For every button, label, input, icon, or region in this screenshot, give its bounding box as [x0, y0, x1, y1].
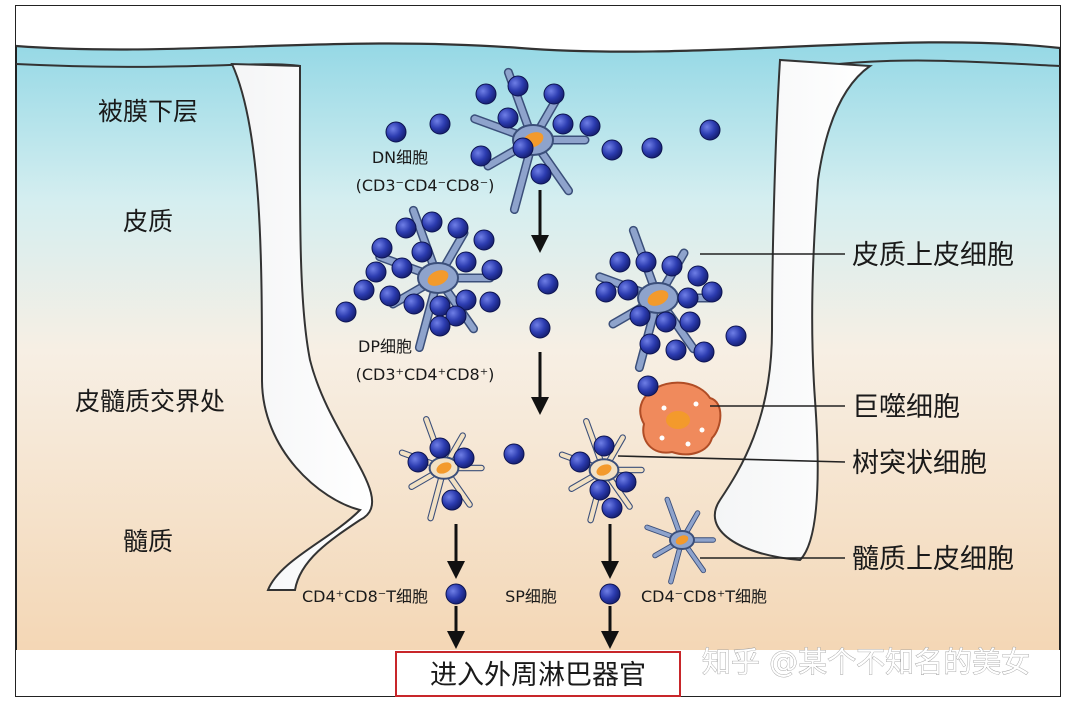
thymocyte — [391, 257, 413, 279]
thymocyte — [665, 339, 687, 361]
watermark: 知乎 @某个不知名的美女 — [702, 645, 1030, 679]
thymocyte — [429, 113, 451, 135]
thymocyte — [629, 305, 651, 327]
callout-leaders — [617, 253, 846, 559]
exit-label: 进入外周淋巴器官 — [430, 660, 646, 691]
callout-medullary-epithelial: 髓质上皮细胞 — [852, 544, 1014, 575]
dp-cell-label: DP细胞 — [358, 337, 412, 356]
thymocyte — [677, 287, 699, 309]
thymocyte — [543, 83, 565, 105]
thymocyte — [403, 293, 425, 315]
dn-cell-label: DN细胞 — [372, 148, 428, 167]
region-medulla: 髓质 — [123, 527, 173, 556]
thymocyte — [512, 137, 534, 159]
callout-cortical-epithelial: 皮质上皮细胞 — [852, 240, 1014, 271]
thymocyte — [395, 217, 417, 239]
thymocyte — [655, 311, 677, 333]
thymocyte — [421, 211, 443, 233]
thymocyte — [693, 341, 715, 363]
thymocyte — [473, 229, 495, 251]
thymocyte — [589, 479, 611, 501]
thymocyte — [601, 497, 623, 519]
thymocyte — [615, 471, 637, 493]
thymocyte — [529, 317, 551, 339]
thymocyte — [371, 237, 393, 259]
thymocyte — [475, 83, 497, 105]
cd8-t-cell-label: CD4⁻CD8⁺T细胞 — [641, 587, 767, 606]
thymocyte — [385, 121, 407, 143]
thymocyte — [470, 145, 492, 167]
callout-macrophage: 巨噬细胞 — [852, 392, 960, 423]
capsule-edge — [15, 41, 1061, 53]
thymocyte — [479, 291, 501, 313]
thymocyte — [687, 265, 709, 287]
thymocyte — [497, 107, 519, 129]
thymocyte — [481, 259, 503, 281]
thymocyte — [445, 305, 467, 327]
thymocyte — [552, 113, 574, 135]
thymocyte — [507, 75, 529, 97]
thymocyte — [661, 255, 683, 277]
thymocyte — [503, 443, 525, 465]
callout-dendritic: 树突状细胞 — [852, 448, 987, 479]
region-subcapsular: 被膜下层 — [98, 97, 198, 126]
thymocyte — [453, 447, 475, 469]
thymocyte — [595, 281, 617, 303]
thymocyte — [411, 241, 433, 263]
thymocytes — [335, 75, 747, 605]
thymocyte — [455, 251, 477, 273]
thymocyte — [593, 435, 615, 457]
region-corticomedullary: 皮髓质交界处 — [75, 387, 225, 416]
thymocyte — [353, 279, 375, 301]
thymocyte — [725, 325, 747, 347]
thymocyte — [641, 137, 663, 159]
dn-epithelial-cell — [470, 67, 590, 215]
sp-cell-label: SP细胞 — [505, 587, 557, 606]
thymocyte — [429, 315, 451, 337]
thymocyte — [617, 279, 639, 301]
septum-left — [230, 62, 374, 591]
differentiation-arrows — [447, 190, 619, 649]
thymocyte — [637, 375, 659, 397]
thymocyte — [701, 281, 723, 303]
capsule — [16, 6, 1060, 52]
thymocyte — [379, 285, 401, 307]
macrophage-cell — [639, 381, 722, 456]
thymocyte — [609, 251, 631, 273]
thymocyte — [579, 115, 601, 137]
septum-right — [713, 58, 873, 562]
thymocyte — [699, 119, 721, 141]
capsule-inner-edge-right — [819, 59, 1061, 67]
thymocyte — [365, 261, 387, 283]
thymocyte — [447, 217, 469, 239]
dn-cell-marker: (CD3⁻CD4⁻CD8⁻) — [356, 176, 495, 195]
thymocyte — [445, 583, 467, 605]
thymocyte — [455, 289, 477, 311]
region-cortex: 皮质 — [123, 207, 173, 236]
thymocyte — [407, 451, 429, 473]
thymocyte — [635, 251, 657, 273]
thymocyte — [679, 311, 701, 333]
thymocyte — [601, 139, 623, 161]
dp-cell-marker: (CD3⁺CD4⁺CD8⁺) — [356, 365, 495, 384]
thymocyte — [441, 489, 463, 511]
thymocyte — [639, 333, 661, 355]
exit-box — [395, 651, 681, 697]
cd4-t-cell-label: CD4⁺CD8⁻T细胞 — [302, 587, 428, 606]
tissue-background — [15, 5, 1061, 697]
thymocyte — [569, 451, 591, 473]
thymocyte — [530, 163, 552, 185]
thymocyte — [335, 301, 357, 323]
medullary-epithelial-cell — [644, 496, 716, 585]
thymocyte — [599, 583, 621, 605]
thymocyte — [429, 437, 451, 459]
thymocyte — [537, 273, 559, 295]
